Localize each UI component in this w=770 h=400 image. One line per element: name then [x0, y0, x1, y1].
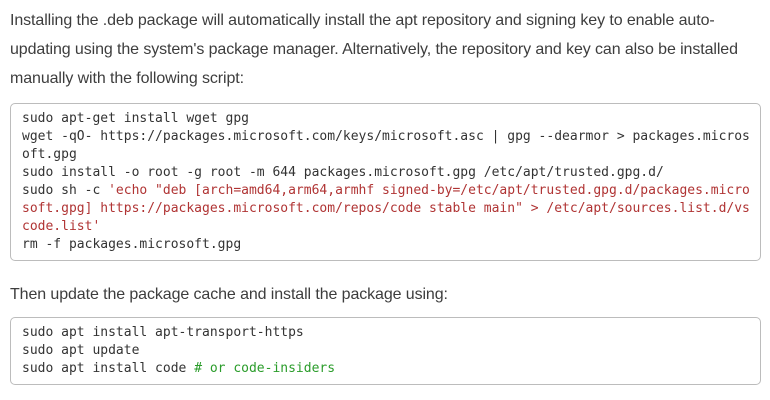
code-line: sudo apt update — [22, 342, 749, 360]
code-line: sudo apt-get install wget gpg — [22, 110, 749, 128]
code-segment-comment: # or code-insiders — [194, 361, 336, 376]
code-segment-plain: sudo install -o root -g root -m 644 pack… — [22, 165, 664, 180]
code-line: sudo apt install apt-transport-https — [22, 324, 749, 342]
code-line: code.list' — [22, 218, 749, 236]
intro-paragraph: Installing the .deb package will automat… — [10, 12, 738, 87]
code-segment-plain: sudo apt update — [22, 343, 140, 358]
update-paragraph: Then update the package cache and instal… — [10, 286, 448, 303]
code-segment-string: code.list' — [22, 219, 101, 234]
code-line: rm -f packages.microsoft.gpg — [22, 236, 749, 254]
code-segment-string: 'echo "deb [arch=amd64,arm64,armhf signe… — [108, 183, 750, 198]
code-segment-plain: sudo apt-get install wget gpg — [22, 111, 249, 126]
code-block-install-package-script: sudo apt install apt-transport-https sudo… — [10, 317, 761, 385]
code-line: sudo apt install code # or code-insiders — [22, 360, 749, 378]
code-block-add-repo-and-key-script: sudo apt-get install wget gpg wget -qO- h… — [10, 103, 761, 261]
code-segment-plain: oft.gpg — [22, 147, 77, 162]
code-segment-string: soft.gpg] https://packages.microsoft.com… — [22, 201, 750, 216]
code-line: wget -qO- https://packages.microsoft.com… — [22, 128, 750, 146]
code-segment-plain: wget -qO- https://packages.microsoft.com… — [22, 129, 750, 144]
code-line: soft.gpg] https://packages.microsoft.com… — [22, 200, 750, 218]
code-line: oft.gpg — [22, 146, 749, 164]
code-segment-plain: rm -f packages.microsoft.gpg — [22, 237, 242, 252]
code-segment-plain: sudo apt install apt-transport-https — [22, 325, 304, 340]
code-line: sudo sh -c 'echo "deb [arch=amd64,arm64,… — [22, 182, 750, 200]
code-segment-plain: sudo sh -c — [22, 183, 109, 198]
code-segment-plain: sudo apt install code — [22, 361, 195, 376]
code-line: sudo install -o root -g root -m 644 pack… — [22, 164, 749, 182]
